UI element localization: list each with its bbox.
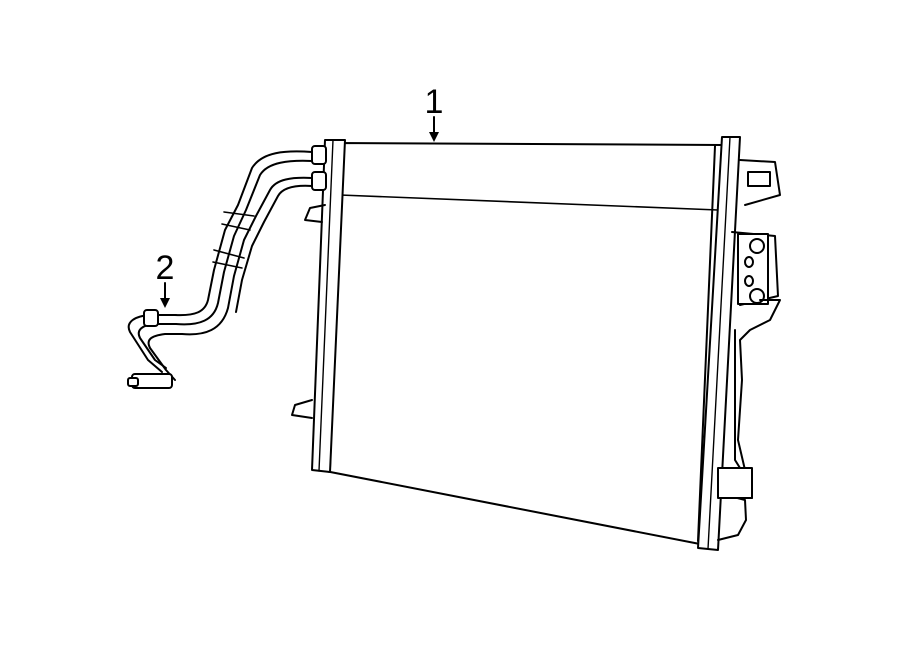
callout-1-leader — [429, 116, 439, 142]
callout-1-label: 1 — [425, 83, 444, 121]
callout-2-label: 2 — [156, 249, 175, 287]
cooler-core — [291, 136, 781, 551]
callout-2-leader — [160, 282, 170, 308]
cooler-lines — [127, 150, 313, 389]
